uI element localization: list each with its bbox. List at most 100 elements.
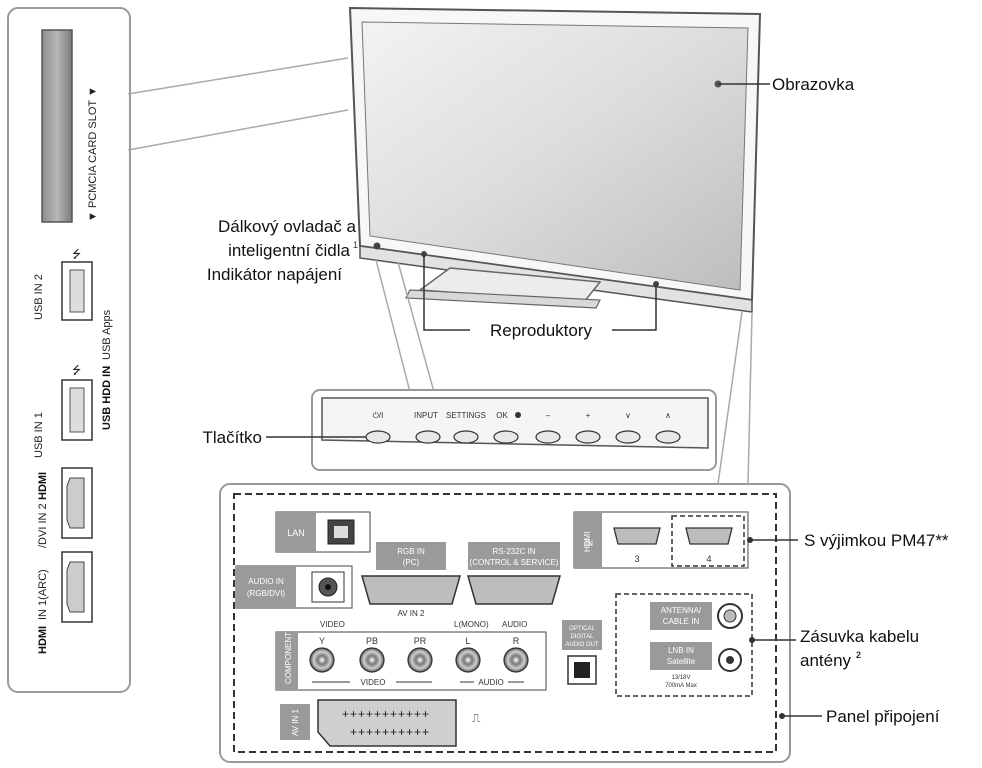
button-label-ok: OK [496, 411, 508, 420]
audio-in-label-bg [236, 566, 296, 608]
channel-up-button [655, 430, 681, 444]
audio-bottom-label: AUDIO [478, 678, 503, 687]
tlacitko-label: Tlačítko [202, 428, 262, 447]
video-bottom-label: VIDEO [361, 678, 386, 687]
ir-sensor-icon [515, 412, 521, 418]
scart-pins-top: +++++++++++ [342, 707, 430, 721]
side-panel-frame [7, 7, 131, 693]
button-label-down: ∨ [625, 411, 631, 420]
zasuvka-label-line2: antény [800, 651, 852, 670]
speaker-left-leader [423, 254, 470, 331]
panel-leader-right [747, 311, 753, 485]
rgb-port [361, 575, 461, 605]
side-panel: ▼ PCMCIA CARD SLOT ▼ USB IN 2 ⭍ USB IN 1… [7, 7, 349, 693]
optical-label-1: OPTICAL [569, 626, 595, 632]
antenna-label-bg [650, 602, 712, 630]
usb-apps-label: USB Apps [101, 309, 113, 360]
component-pr-label: PR [414, 636, 427, 646]
hdmi3-port [613, 527, 661, 545]
usb2-icon: ⭍ [72, 248, 81, 261]
component-y-jack [309, 647, 335, 673]
hdmi2-logo: HDMI [37, 472, 49, 500]
dalkovy-label-line2: inteligentní čidla [228, 241, 350, 260]
lnb-label-bg [650, 642, 712, 670]
buttons-panel: ⏻/I INPUT SETTINGS OK – + ∨ ∧ [311, 389, 717, 471]
rs232-label-2: (CONTROL & SERVICE) [470, 558, 559, 567]
optical-label-3: AUDIO OUT [565, 642, 599, 648]
scart-pins-bottom: ++++++++++ [350, 725, 430, 739]
audio-top-label: AUDIO [502, 620, 527, 629]
hdmi3-number: 3 [634, 554, 639, 564]
button-label-settings: SETTINGS [446, 411, 486, 420]
hdmi4-port [685, 527, 733, 545]
rgb-label-2: (PC) [403, 558, 420, 567]
component-pr-jack [407, 647, 433, 673]
hdmi4-number: 4 [706, 554, 711, 564]
hdmi-label-2: IN [585, 539, 593, 548]
indikator-label: Indikátor napájení [207, 265, 342, 284]
panel-label: Panel připojení [826, 707, 940, 726]
hdmi4-dashed [671, 515, 745, 567]
mono-label: L(MONO) [454, 620, 489, 629]
lnb-label-3: 13/18V [671, 675, 690, 681]
antenna-label-2: CABLE IN [663, 617, 700, 626]
connection-panel-dashed [233, 493, 777, 753]
lan-port [327, 519, 355, 545]
hdmi2-label: /DVI IN 2 [37, 503, 49, 548]
rgb-label-bg [376, 542, 446, 570]
pcmcia-label: ▼ PCMCIA CARD SLOT ▼ [87, 86, 99, 222]
buttons-leader-right [397, 261, 435, 393]
component-label-bg [276, 632, 298, 690]
panel-leader-left [717, 311, 743, 485]
dalkovy-footnote: 1 [353, 240, 358, 250]
usb2-port-inner [69, 269, 85, 313]
antenna-dashed [615, 593, 753, 697]
av-in1-label-bg [280, 704, 310, 740]
rs232-port [467, 575, 561, 605]
speaker-right-leader [612, 284, 657, 331]
reproduktory-label: Reproduktory [490, 321, 593, 340]
hdmi-label-1: HDMI [583, 532, 592, 552]
hdmi2-port-inner [66, 477, 85, 529]
usb-hdd-label: USB HDD IN [101, 366, 113, 430]
connection-panel: LAN AUDIO IN (RGB/DVI) RGB IN (PC) AV IN… [219, 483, 791, 763]
sensor-dot [373, 242, 381, 250]
component-label: COMPONENT IN [284, 622, 293, 684]
button-label-minus: – [546, 411, 551, 420]
rs232-label-1: RS-232C IN [492, 547, 535, 556]
lan-label: LAN [287, 528, 305, 538]
zasuvka-footnote: 2 [856, 650, 861, 660]
rgb-label-1: RGB IN [397, 547, 425, 556]
button-label-power: ⏻/I [373, 411, 384, 420]
hdmi1-port-inner [66, 561, 85, 613]
button-label-plus: + [586, 411, 591, 420]
power-button [365, 430, 391, 444]
audio-r-jack [503, 647, 529, 673]
vyjimka-label: S výjimkou PM47** [804, 531, 949, 550]
hdmi-label-bg [574, 512, 602, 568]
tv-screen [361, 21, 749, 291]
component-pb-label: PB [366, 636, 378, 646]
input-button [415, 430, 441, 444]
volume-up-button [575, 430, 601, 444]
volume-down-button [535, 430, 561, 444]
usb1-port-inner [69, 387, 85, 433]
hdmi1-logo: HDMI [37, 626, 49, 654]
channel-down-button [615, 430, 641, 444]
buttons-leader-left [375, 259, 411, 393]
dalkovy-label-line1: Dálkový ovladač a [218, 217, 357, 236]
settings-button [453, 430, 479, 444]
audio-in-label-1: AUDIO IN [248, 577, 284, 586]
antenna-port-inner [723, 609, 737, 623]
audio-l-jack [455, 647, 481, 673]
av-in2-label: AV IN 2 [398, 609, 426, 618]
side-panel-leader-top [127, 57, 349, 95]
audio-in-jack-hole [325, 584, 331, 590]
usb1-icon: ⭍ [72, 364, 81, 377]
audio-in-label-2: (RGB/DVI) [247, 589, 286, 598]
optical-label-bg [562, 620, 602, 650]
ok-button [493, 430, 519, 444]
zasuvka-label-line1: Zásuvka kabelu [800, 627, 919, 646]
component-l-label: L [465, 636, 470, 646]
